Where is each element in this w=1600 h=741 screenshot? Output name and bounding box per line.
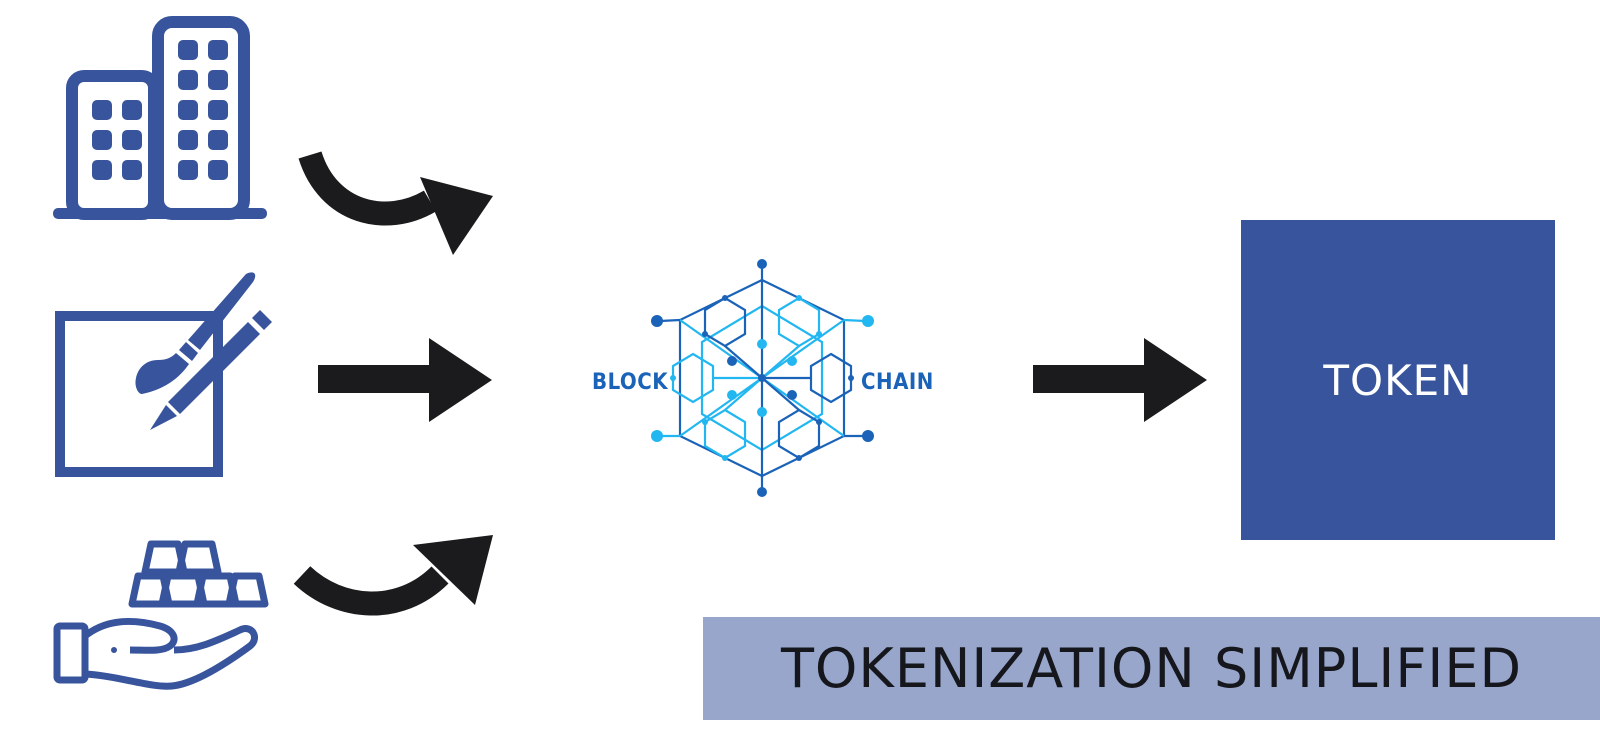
title-banner: TOKENIZATION SIMPLIFIED [703, 617, 1600, 720]
blockchain-label-chain: CHAIN [861, 370, 934, 395]
curved-arrow-bottom-icon [290, 535, 495, 620]
art-canvas-icon [50, 268, 275, 480]
blockchain-label-block: BLOCK [592, 370, 669, 395]
gold-bars-in-hand-icon [50, 538, 275, 706]
blockchain-network-icon [585, 258, 930, 508]
arrow-to-token-icon [1030, 335, 1210, 425]
straight-arrow-middle-icon [315, 335, 495, 425]
token-label: TOKEN [1323, 355, 1473, 405]
buildings-icon [50, 14, 270, 224]
token-box: TOKEN [1241, 220, 1555, 540]
curved-arrow-top-icon [290, 145, 495, 260]
diagram-title: TOKENIZATION SIMPLIFIED [780, 637, 1523, 700]
